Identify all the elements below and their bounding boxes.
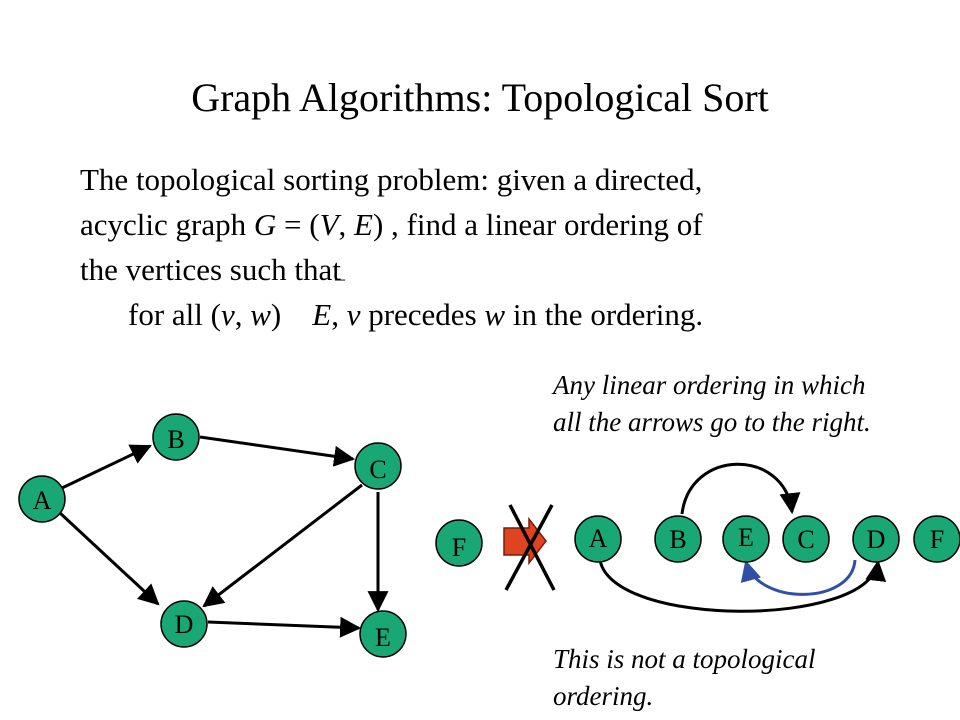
node-label: E (375, 623, 391, 652)
element-of-symbol: ¯ (335, 278, 345, 300)
text-fragment: , (234, 297, 251, 332)
text-fragment: , (338, 207, 354, 242)
text-fragment: precedes (360, 297, 485, 332)
node-label: F (930, 525, 944, 554)
edge-B-C (199, 435, 356, 467)
node-label: B (669, 525, 686, 554)
vertex-set-symbol: V (319, 207, 339, 242)
arc-A-D (598, 559, 887, 613)
text-fragment: ) (270, 297, 313, 332)
node-label: F (452, 533, 466, 562)
node-label: C (369, 455, 386, 484)
node-label: A (589, 524, 608, 553)
definition-line-4: for all (v, w) E, v precedes w in the or… (128, 297, 703, 333)
definition-line-2: acyclic graph G = (V, E) , find a linear… (80, 207, 703, 243)
node-D: D (160, 600, 208, 648)
annotation-top-line-2: all the arrows go to the right. (553, 407, 871, 437)
text-fragment: = ( (276, 207, 320, 242)
edge-C-D (202, 483, 363, 608)
order-node-E: E (722, 515, 770, 563)
order-node-C: C (782, 515, 830, 563)
node-F: F (435, 519, 483, 567)
edge-set-symbol: E (312, 297, 332, 332)
text-fragment: in the ordering. (505, 297, 704, 332)
graph-symbol: G (253, 207, 277, 242)
node-label: E (738, 523, 754, 552)
var-v: v (220, 297, 235, 332)
definition-line-3: the vertices such that (80, 252, 341, 287)
var-v: v (346, 297, 361, 332)
annotation-bottom-line-1: This is not a topological (553, 644, 816, 674)
node-label: D (867, 525, 886, 554)
crossed-arrow-icon (503, 504, 556, 591)
edge-A-B (61, 444, 152, 490)
edge-D-E (207, 616, 362, 638)
annotation-bottom-line-2: ordering. (553, 681, 654, 711)
arc-D-E (740, 559, 857, 596)
edge-set-symbol: E (354, 207, 373, 242)
text-fragment: for all ( (128, 297, 221, 332)
node-A: A (18, 475, 66, 523)
text-fragment: ) , find a linear ordering of (372, 207, 703, 242)
arc-B-C (680, 462, 801, 515)
node-label: D (175, 610, 194, 639)
slide-title: Graph Algorithms: Topological Sort (191, 75, 769, 120)
var-w: w (484, 297, 506, 332)
node-label: C (797, 525, 814, 554)
edge-A-D (58, 511, 160, 606)
text-fragment: , (331, 297, 347, 332)
node-C: C (354, 442, 402, 490)
node-label: A (33, 486, 52, 515)
order-node-F: F (913, 515, 960, 563)
node-B: B (152, 413, 200, 461)
node-label: B (167, 425, 184, 454)
node-E: E (359, 610, 407, 658)
text-fragment: acyclic graph (80, 207, 254, 242)
order-node-D: D (852, 515, 900, 563)
definition-line-1: The topological sorting problem: given a… (80, 162, 703, 197)
order-node-A: A (574, 515, 622, 563)
annotation-top-line-1: Any linear ordering in which (553, 370, 866, 400)
var-w: w (250, 297, 271, 332)
order-node-B: B (654, 515, 702, 563)
